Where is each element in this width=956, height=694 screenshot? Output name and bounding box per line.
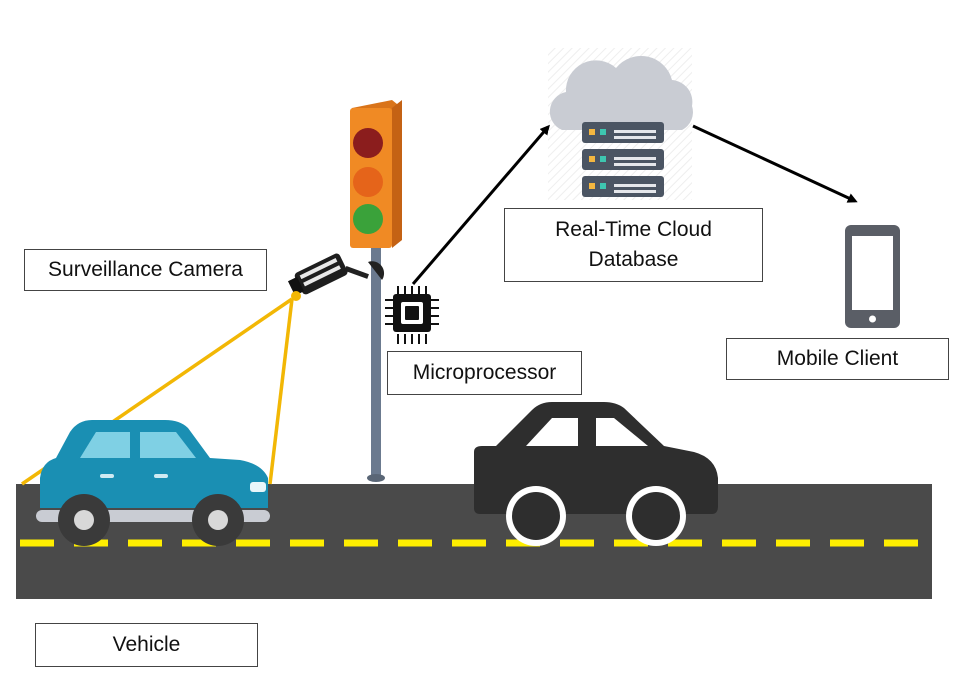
vehicle-label-text: Vehicle <box>112 633 181 656</box>
traffic-light-icon <box>350 100 402 482</box>
mobile-client-label: Mobile Client <box>726 338 949 380</box>
cloud-icon <box>548 48 693 200</box>
mobile-client-label-text: Mobile Client <box>776 347 899 370</box>
arrow-to-cloud <box>411 124 550 285</box>
surveillance-camera-label: Surveillance Camera <box>24 249 267 291</box>
surveillance-camera-label-text: Surveillance Camera <box>48 258 243 281</box>
cloud-database-label-text: Real-Time Cloud Database <box>555 218 712 271</box>
cloud-database-label: Real-Time Cloud Database <box>504 208 763 282</box>
vehicle-label: Vehicle <box>35 623 258 667</box>
cctv-camera-icon <box>287 253 385 301</box>
arrow-to-mobile <box>692 124 858 203</box>
car-icon-dark <box>474 402 718 546</box>
smartphone-icon <box>845 225 900 328</box>
microprocessor-label-text: Microprocessor <box>412 361 557 384</box>
microprocessor-label: Microprocessor <box>387 351 582 395</box>
chip-icon <box>385 286 439 344</box>
server-icon <box>582 122 664 197</box>
car-icon-blue <box>36 420 270 546</box>
